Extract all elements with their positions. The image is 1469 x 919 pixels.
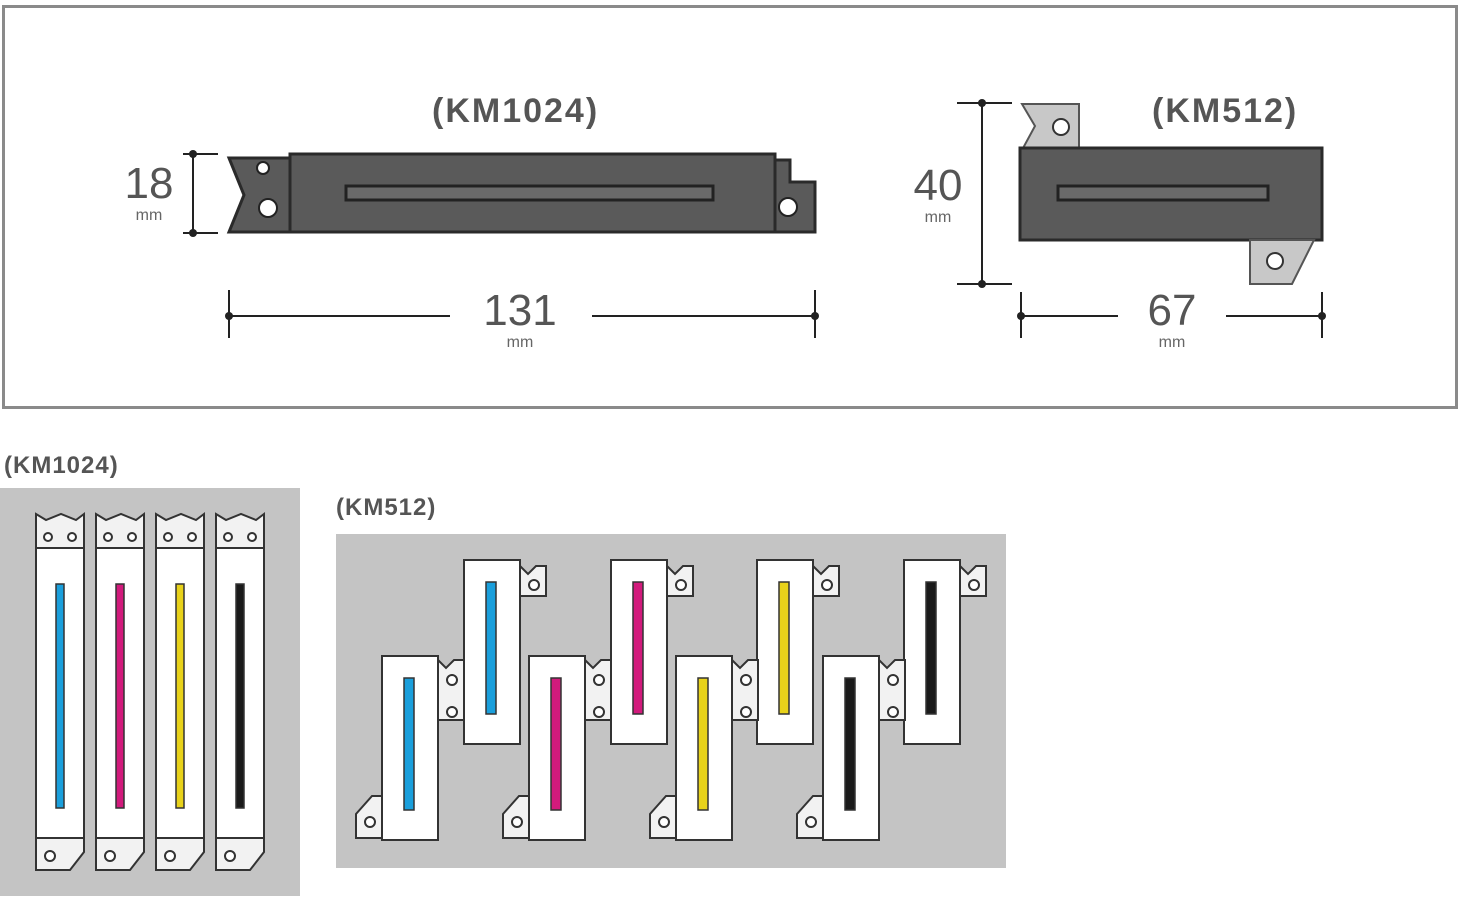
mount-hole — [805, 816, 817, 828]
mount-hole — [247, 532, 257, 542]
km1024-nozzle-slot — [344, 184, 715, 202]
top-bracket — [155, 512, 205, 549]
km512-head-upper-4 — [903, 559, 987, 745]
km1024-hole-right — [778, 197, 798, 217]
mount-hole — [528, 579, 540, 591]
side-bracket — [731, 657, 759, 721]
km512-dimension-dots — [978, 99, 1326, 320]
km512-head-upper-3 — [756, 559, 840, 745]
km1024-head-drawing — [226, 152, 817, 234]
km1024-head-1 — [35, 512, 85, 871]
km512-layout-title: (KM512) — [336, 494, 437, 521]
mount-hole — [446, 706, 458, 718]
mount-hole — [43, 532, 53, 542]
km1024-hole-left — [258, 198, 278, 218]
km1024-head-2 — [95, 512, 145, 871]
km512-width-value: 67 — [1147, 286, 1197, 335]
color-strip — [403, 677, 415, 811]
mount-hole — [163, 532, 173, 542]
km512-head-row — [355, 559, 987, 841]
mount-hole — [164, 850, 176, 862]
mount-hole — [887, 706, 899, 718]
mount-hole — [446, 674, 458, 686]
mount-hole — [223, 532, 233, 542]
km1024-head-row — [35, 512, 265, 871]
km1024-height-unit: mm — [135, 207, 163, 224]
km512-head-lower-1 — [355, 655, 465, 841]
mount-hole — [511, 816, 523, 828]
km512-head-lower-3 — [649, 655, 759, 841]
mount-hole — [187, 532, 197, 542]
km512-title: (KM512) — [1152, 92, 1299, 130]
mount-hole — [364, 816, 376, 828]
bottom-bracket — [35, 837, 85, 871]
mount-hole — [104, 850, 116, 862]
km1024-dimension-dots — [189, 150, 819, 320]
km1024-height-value: 18 — [124, 159, 174, 208]
bottom-bracket — [215, 837, 265, 871]
km512-head-upper-1 — [463, 559, 547, 745]
bottom-bracket — [155, 837, 205, 871]
mount-hole — [103, 532, 113, 542]
side-bracket — [437, 657, 465, 721]
km512-height-unit: mm — [924, 209, 952, 226]
side-bracket — [878, 657, 906, 721]
km1024-layout-title: (KM1024) — [4, 452, 119, 479]
km1024-width-unit: mm — [506, 334, 534, 351]
color-strip — [55, 583, 65, 809]
mount-hole — [44, 850, 56, 862]
km512-head-upper-2 — [610, 559, 694, 745]
mount-hole — [127, 532, 137, 542]
color-strip — [844, 677, 856, 811]
top-bracket — [215, 512, 265, 549]
mount-hole — [740, 674, 752, 686]
mount-hole — [67, 532, 77, 542]
km512-hole-bottom — [1266, 252, 1284, 270]
bottom-bracket — [95, 837, 145, 871]
km512-head-lower-4 — [796, 655, 906, 841]
km512-height-value: 40 — [913, 161, 963, 210]
mount-hole — [887, 674, 899, 686]
color-strip — [175, 583, 185, 809]
km1024-title: (KM1024) — [432, 92, 600, 130]
km512-head-drawing — [1018, 103, 1324, 285]
km1024-hole-top-left — [256, 161, 270, 175]
km512-width-unit: mm — [1158, 334, 1186, 351]
km512-hole-top — [1052, 118, 1070, 136]
mount-hole — [675, 579, 687, 591]
mount-hole — [593, 706, 605, 718]
mount-hole — [968, 579, 980, 591]
km512-nozzle-slot — [1056, 184, 1270, 202]
mount-hole — [224, 850, 236, 862]
side-bracket — [584, 657, 612, 721]
km1024-head-4 — [215, 512, 265, 871]
color-strip — [925, 581, 937, 715]
color-strip — [235, 583, 245, 809]
color-strip — [778, 581, 790, 715]
km1024-head-3 — [155, 512, 205, 871]
mount-hole — [593, 674, 605, 686]
color-strip — [697, 677, 709, 811]
top-bracket — [95, 512, 145, 549]
color-strip — [485, 581, 497, 715]
km512-head-lower-2 — [502, 655, 612, 841]
mount-hole — [658, 816, 670, 828]
color-strip — [115, 583, 125, 809]
color-strip — [550, 677, 562, 811]
color-strip — [632, 581, 644, 715]
km1024-width-value: 131 — [483, 286, 557, 335]
mount-hole — [740, 706, 752, 718]
mount-hole — [821, 579, 833, 591]
top-bracket — [35, 512, 85, 549]
